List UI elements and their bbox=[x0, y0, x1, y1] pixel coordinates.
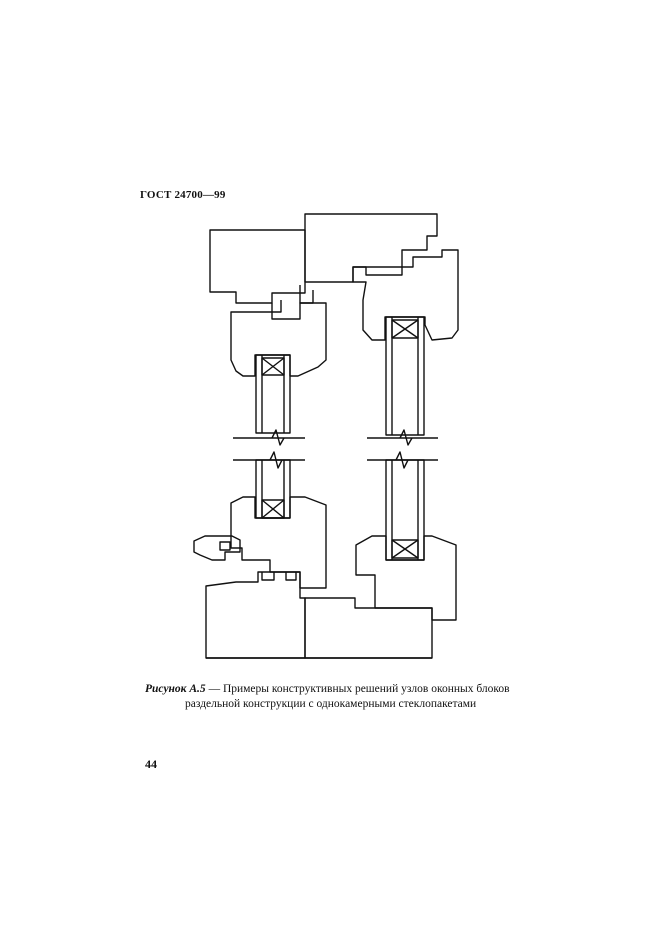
caption-label: Рисунок А.5 bbox=[145, 683, 206, 695]
top-left-frame-section bbox=[209, 213, 438, 446]
page-number: 44 bbox=[145, 757, 157, 771]
caption-line2: раздельной конструкции с однокамерными с… bbox=[185, 698, 477, 710]
caption-dash: — bbox=[205, 683, 223, 695]
figure-caption: Рисунок А.5 — Примеры конструктивных реш… bbox=[145, 682, 535, 712]
top-right-frame-section bbox=[352, 249, 459, 446]
document-header: ГОСТ 24700—99 bbox=[140, 189, 226, 201]
bottom-left-frame-section bbox=[193, 451, 327, 659]
caption-line1: Примеры конструктивных решений узлов око… bbox=[222, 683, 510, 695]
figure-window-sections bbox=[180, 205, 480, 670]
bottom-right-frame-section bbox=[304, 451, 457, 659]
